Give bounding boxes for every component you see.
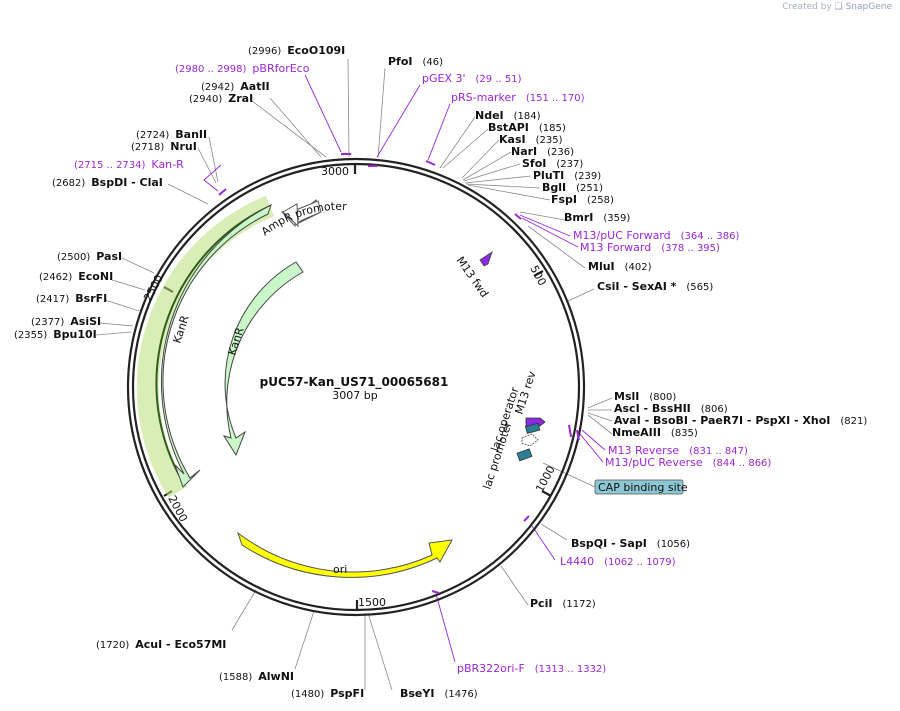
enzyme-label: (2462)EcoNI	[39, 270, 113, 283]
enzyme-label: MslI(800)	[614, 390, 676, 403]
primer-label: M13/pUC Reverse(844 .. 866)	[605, 456, 771, 469]
primer-label: (2980 .. 2998)pBRforEco	[175, 62, 310, 75]
enzyme-label: (2996)EcoO109I	[248, 44, 345, 57]
enzyme-label: KasI(235)	[499, 133, 563, 146]
enzyme-label: (2377)AsiSI	[31, 315, 101, 328]
backbone-outer	[126, 157, 586, 617]
enzyme-label: BstAPI(185)	[488, 121, 566, 134]
primer-label: pRS-marker(151 .. 170)	[451, 91, 585, 104]
kanr-outer-feature: KanR	[136, 195, 275, 498]
enzyme-label: (1588)AlwNI	[219, 670, 294, 683]
snapgene-credit: Created by ❑ SnapGene	[782, 2, 892, 12]
enzyme-label: (2940)ZraI	[189, 92, 253, 105]
enzyme-label: NmeAIII(835)	[612, 426, 698, 439]
enzyme-label: SfoI(237)	[522, 157, 583, 170]
enzyme-label: PfoI(46)	[388, 55, 443, 68]
ampr-promoter-feature: AmpR promoter	[259, 199, 347, 238]
credit-brand: SnapGene	[845, 2, 892, 12]
enzyme-label: AscI - BssHII(806)	[614, 402, 728, 415]
ori-label: ori	[333, 563, 347, 576]
primer-connector-lines	[203, 74, 606, 663]
cap-binding-label: CAP binding site	[598, 481, 688, 494]
enzyme-label: (2500)PasI	[57, 250, 122, 263]
primer-label: (2715 .. 2734)Kan-R	[74, 158, 184, 171]
m13-fwd-feature: M13 fwd	[454, 251, 493, 300]
primer-label: M13/pUC Forward(364 .. 386)	[573, 229, 739, 242]
enzyme-label: (2682)BspDI - ClaI	[52, 176, 163, 189]
enzyme-label: (2724)BanII	[136, 128, 207, 141]
enzyme-label: BmrI(359)	[564, 211, 630, 224]
kanr-inner-feature: KanR	[222, 261, 304, 457]
primer-labels: (2980 .. 2998)pBRforEco pGEX 3'(29 .. 51…	[74, 62, 771, 675]
enzyme-label: NarI(236)	[511, 145, 574, 158]
cap-binding-site: CAP binding site	[594, 479, 688, 495]
tick-label: 500	[527, 263, 548, 288]
snapgene-logo-icon: ❑	[834, 2, 843, 12]
enzyme-label: PluTI(239)	[533, 169, 601, 182]
tick-label: 3000	[321, 165, 349, 178]
primer-label: pBR322ori-F(1313 .. 1332)	[457, 662, 606, 675]
enzyme-label: MluI(402)	[588, 260, 652, 273]
kanr-inner-label: KanR	[225, 326, 246, 357]
tick-label: 1500	[358, 596, 386, 609]
primer-site-marks	[218, 153, 580, 594]
plasmid-size: 3007 bp	[332, 389, 377, 402]
credit-prefix: Created by	[782, 2, 832, 12]
enzyme-label: BseYI(1476)	[400, 687, 478, 700]
enzyme-label: PciI(1172)	[530, 597, 596, 610]
lac-operator-shape	[521, 433, 539, 447]
enzyme-label: (1720)AcuI - Eco57MI	[96, 638, 226, 651]
lac-region: M13 rev lac operator lac promoter	[480, 369, 546, 491]
enzyme-label: NdeI(184)	[475, 109, 541, 122]
primer-label: L4440(1062 .. 1079)	[560, 555, 676, 568]
enzyme-label: BspQI - SapI(1056)	[571, 537, 690, 550]
enzyme-label: (2718)NruI	[131, 140, 197, 153]
enzyme-label: (1480)PspFI	[291, 687, 364, 700]
plasmid-name: pUC57-Kan_US71_00065681	[260, 375, 449, 390]
m13-rev-arrow	[525, 417, 546, 427]
lac-promoter-shape	[516, 448, 533, 462]
enzyme-connector-lines	[95, 58, 613, 691]
primer-label: M13 Forward(378 .. 395)	[580, 241, 720, 254]
enzyme-label: (2417)BsrFI	[36, 292, 107, 305]
lac-block	[524, 422, 541, 434]
enzyme-label: AvaI - BsoBI - PaeR7I - PspXI - XhoI(821…	[614, 414, 867, 427]
enzyme-label: FspI(258)	[551, 193, 614, 206]
enzyme-label: CsiI - SexAI *(565)	[597, 280, 713, 293]
enzyme-label: BglI(251)	[542, 181, 603, 194]
cap-connector	[542, 462, 596, 488]
enzyme-label: (2942)AatII	[201, 80, 270, 93]
primer-label: pGEX 3'(29 .. 51)	[422, 72, 522, 85]
primer-label: M13 Reverse(831 .. 847)	[608, 444, 748, 457]
enzyme-labels: (2996)EcoO109I PfoI(46) (2942)AatII (294…	[14, 44, 867, 700]
enzyme-label: (2355)Bpu10I	[14, 328, 97, 341]
ori-feature: ori	[237, 531, 453, 578]
